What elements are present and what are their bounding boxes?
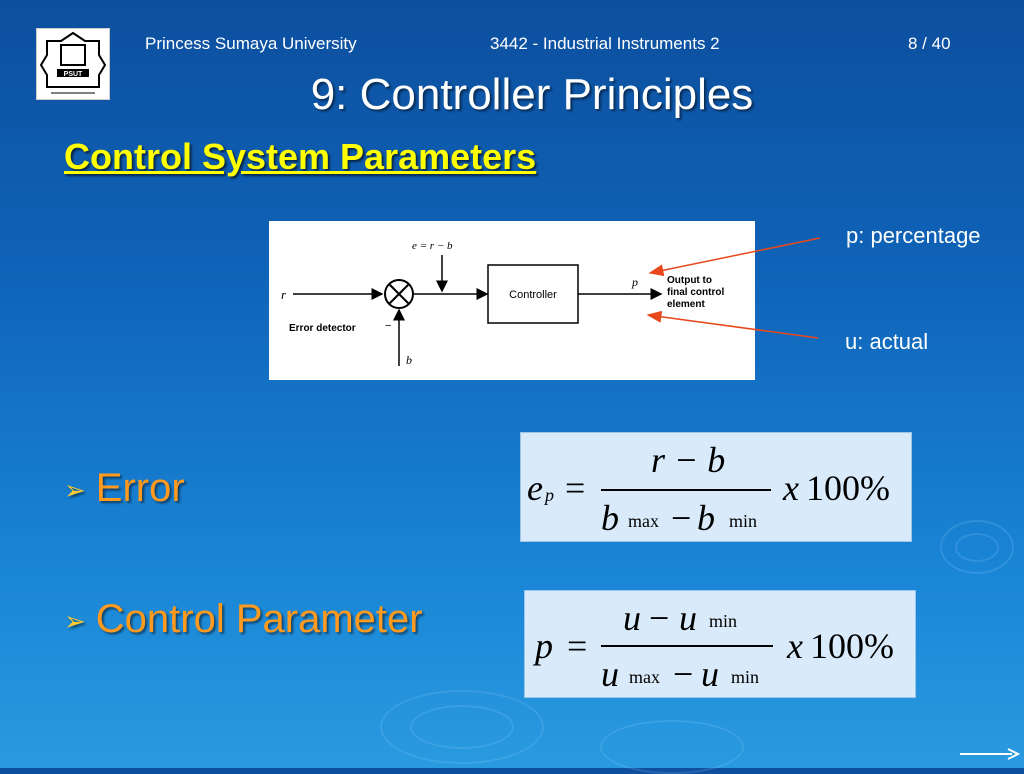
formula-control-num-min: min [709,611,738,631]
bullet-arrow-icon: ➢ [64,605,86,636]
diagram-output-label: p [631,275,638,289]
formula-control-equals: = [567,626,588,666]
formula-error-den-max: max [628,511,659,531]
controller-block [487,264,579,324]
formula-control-den-min: min [731,667,760,687]
formula-control-den-minus: − [673,654,694,694]
header-university: Princess Sumaya University [145,34,357,53]
next-slide-arrow-icon[interactable] [958,748,1020,760]
bullet-error-text: Error [95,466,185,510]
error-detector-label: Error detector [289,323,356,334]
p-percentage-note: p: percentage [846,223,981,248]
block-diagram: r e = r − b Controller p Output to final… [269,221,755,380]
ripple-decoration [410,705,514,749]
header-page-number: 8 / 40 [908,34,951,53]
formula-control-den-max: max [629,667,660,687]
formula-control-num-u1: u [623,598,641,638]
formula-error-x: x [783,468,799,508]
diagram-error-label: e = r − b [412,240,453,252]
formula-control-den-u1: u [601,654,619,694]
output-note-line-2: final control [667,287,724,298]
ripple-decoration [380,690,544,764]
formula-error-numerator: r − b [651,440,726,480]
formula-error-lhs: e [527,468,543,508]
output-note-line-3: element [667,299,705,310]
formula-control-lhs: p [535,626,553,666]
university-logo-icon: PSUT [36,28,110,100]
formula-control-percent: 100% [810,626,894,666]
slide-title: 9: Controller Principles [310,70,754,119]
bullet-control-parameter: ➢ Control Parameter [64,597,423,642]
control-parameter-formula: p = u − u min u max − u min x 100% [524,590,916,698]
formula-error-den-min: min [729,511,758,531]
formula-error-den-b1: b [601,498,619,538]
output-note-line-1: Output to [667,275,712,286]
formula-error-den-minus: − [671,498,692,538]
header-course: 3442 - Industrial Instruments 2 [490,34,720,53]
bullet-error: ➢ Error [64,466,185,511]
minus-sign: − [385,320,391,332]
section-subtitle: Control System Parameters [64,136,537,177]
fraction-bar [601,489,771,491]
formula-control-x: x [787,626,803,666]
ripple-decoration [955,533,999,562]
formula-control-num-minus: − [649,598,670,638]
logo-text: PSUT [64,71,83,78]
controller-block-label: Controller [509,289,557,301]
ripple-decoration [940,520,1014,574]
formula-error-lhs-sub: p [545,485,554,505]
formula-control-den-u2: u [701,654,719,694]
bullet-arrow-icon: ➢ [64,474,86,505]
error-formula: e p = r − b b max − b min x 100% [520,432,912,542]
formula-control-num-u2: u [679,598,697,638]
u-actual-note: u: actual [845,329,929,354]
bullet-control-parameter-text: Control Parameter [95,597,423,641]
diagram-feedback-label: b [406,353,412,367]
fraction-bar [601,645,773,647]
formula-error-equals: = [565,468,586,508]
formula-error-percent: 100% [806,468,890,508]
diagram-input-label: r [281,287,287,302]
formula-error-den-b2: b [697,498,715,538]
